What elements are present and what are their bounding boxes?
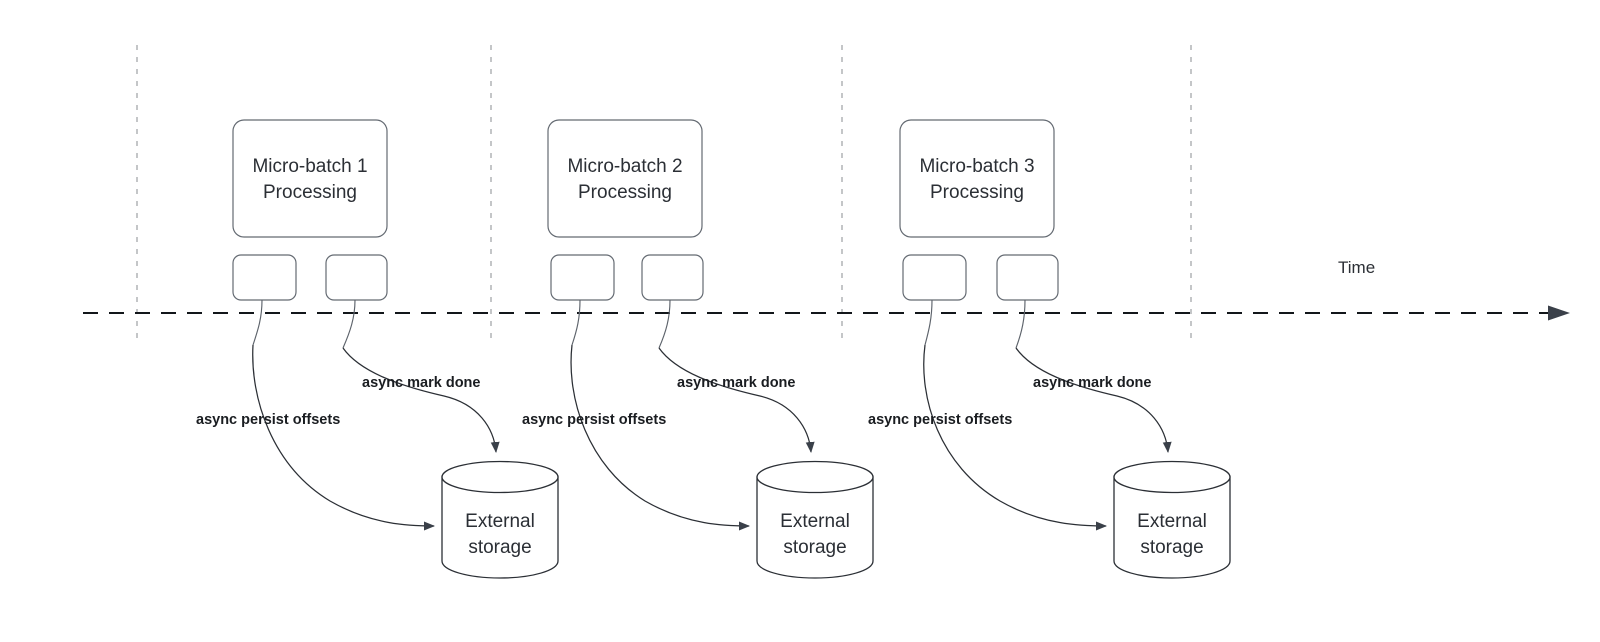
group-3: Micro-batch 3 Processing async persist o… bbox=[868, 119, 1231, 579]
micro-batch-2-mark-done-label: async mark done bbox=[677, 375, 795, 391]
micro-batch-2-persist-offsets-label: async persist offsets bbox=[522, 412, 666, 428]
micro-batch-1-mark-done-arrow bbox=[342, 347, 500, 453]
micro-batch-2-persist-offsets-arrow bbox=[570, 344, 750, 531]
micro-batch-2-label-line1: Micro-batch 2 bbox=[567, 156, 682, 177]
micro-batch-3-mark-done-arrow bbox=[1015, 347, 1172, 453]
micro-batch-1-persist-task-box[interactable] bbox=[232, 254, 297, 301]
external-storage-1-body[interactable] bbox=[441, 476, 559, 579]
external-storage-2-body[interactable] bbox=[756, 476, 874, 579]
micro-batch-1-label-line1: Micro-batch 1 bbox=[252, 156, 367, 177]
micro-batch-1-persist-stub bbox=[252, 299, 263, 346]
time-axis: Time bbox=[83, 258, 1570, 321]
micro-batch-1-label-line2: Processing bbox=[263, 182, 357, 203]
micro-batch-2-mark-done-stub bbox=[658, 299, 671, 349]
micro-batch-3-persist-task-box[interactable] bbox=[902, 254, 967, 301]
micro-batch-3-box-shape[interactable] bbox=[899, 119, 1055, 238]
micro-batch-2-persist-stub bbox=[571, 299, 581, 346]
micro-batch-3-processing-box[interactable]: Micro-batch 3 Processing bbox=[899, 119, 1055, 238]
group-2: Micro-batch 2 Processing async persist o… bbox=[522, 119, 874, 579]
external-storage-3[interactable]: External storage bbox=[1113, 460, 1231, 579]
micro-batch-3-label-line1: Micro-batch 3 bbox=[919, 156, 1034, 177]
micro-batch-3-persist-offsets-arrow bbox=[923, 344, 1107, 531]
micro-batch-2-mark-done-task-box[interactable] bbox=[641, 254, 704, 301]
micro-batch-3-label-line2: Processing bbox=[930, 182, 1024, 203]
micro-batch-3-persist-stub bbox=[924, 299, 933, 346]
external-storage-2-label-line1: External bbox=[780, 511, 850, 532]
external-storage-2[interactable]: External storage bbox=[756, 460, 874, 579]
micro-batch-3-mark-done-label: async mark done bbox=[1033, 375, 1151, 391]
micro-batch-1-persist-offsets-arrow bbox=[252, 344, 435, 531]
external-storage-1-label-line2: storage bbox=[468, 537, 531, 558]
time-axis-label: Time bbox=[1338, 258, 1375, 277]
micro-batch-1-box-shape[interactable] bbox=[232, 119, 388, 238]
external-storage-3-label-line1: External bbox=[1137, 511, 1207, 532]
boundary-tick-lines bbox=[136, 45, 1192, 341]
micro-batch-2-box-shape[interactable] bbox=[547, 119, 703, 238]
micro-batch-3-mark-done-stub bbox=[1015, 299, 1026, 349]
external-storage-2-label-line2: storage bbox=[783, 537, 846, 558]
group-1: Micro-batch 1 Processing async persist o… bbox=[196, 119, 559, 579]
micro-batch-2-mark-done-arrow bbox=[658, 347, 815, 453]
micro-batch-1-mark-done-stub bbox=[342, 299, 356, 349]
micro-batch-3-mark-done-task-box[interactable] bbox=[996, 254, 1059, 301]
time-axis-arrowhead bbox=[1548, 305, 1570, 321]
external-storage-3-body[interactable] bbox=[1113, 476, 1231, 579]
micro-batch-1-mark-done-label: async mark done bbox=[362, 375, 480, 391]
micro-batch-3-persist-offsets-label: async persist offsets bbox=[868, 412, 1012, 428]
external-storage-1[interactable]: External storage bbox=[441, 460, 559, 579]
micro-batch-2-persist-task-box[interactable] bbox=[550, 254, 615, 301]
micro-batch-1-mark-done-task-box[interactable] bbox=[325, 254, 388, 301]
micro-batch-1-persist-offsets-label: async persist offsets bbox=[196, 412, 340, 428]
external-storage-2-top bbox=[756, 460, 874, 494]
external-storage-1-label-line1: External bbox=[465, 511, 535, 532]
micro-batch-2-label-line2: Processing bbox=[578, 182, 672, 203]
external-storage-3-top bbox=[1113, 460, 1231, 494]
external-storage-1-top bbox=[441, 460, 559, 494]
micro-batch-1-processing-box[interactable]: Micro-batch 1 Processing bbox=[232, 119, 388, 238]
micro-batch-2-processing-box[interactable]: Micro-batch 2 Processing bbox=[547, 119, 703, 238]
external-storage-3-label-line2: storage bbox=[1140, 537, 1203, 558]
